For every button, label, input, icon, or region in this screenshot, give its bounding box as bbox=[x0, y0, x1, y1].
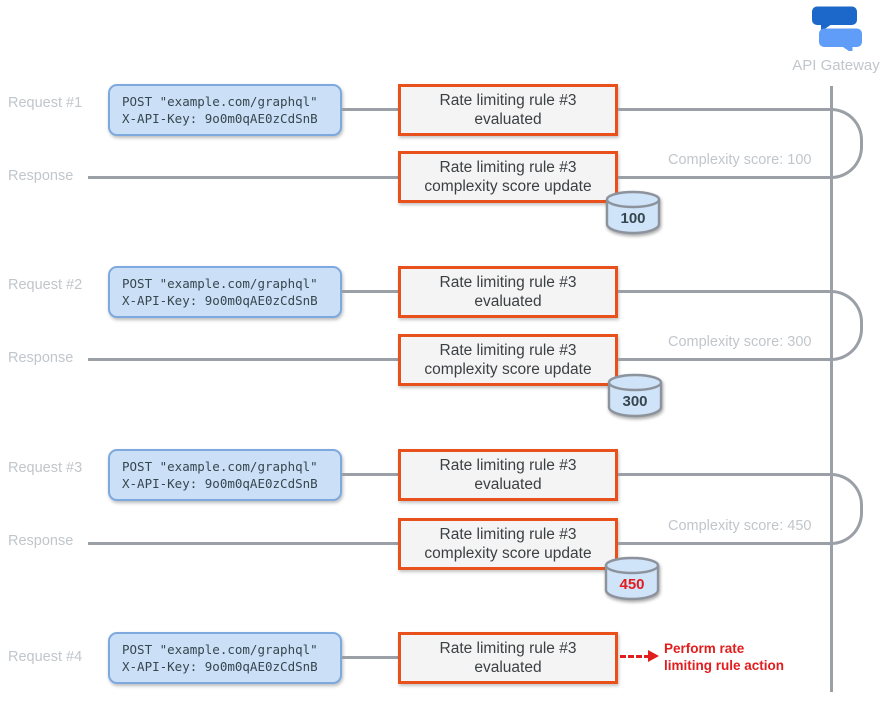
action-text-line: limiting rule action bbox=[664, 658, 785, 673]
code-line: X-API-Key: 9o0m0qAE0zCdSnB bbox=[122, 111, 318, 126]
rule-box-text: evaluated bbox=[474, 659, 542, 676]
rule-evaluated-box: Rate limiting rule #3 evaluated bbox=[398, 266, 618, 318]
rule-box-text: Rate limiting rule #3 bbox=[439, 526, 577, 543]
api-gateway-label: API Gateway bbox=[792, 57, 880, 74]
score-update-box: Rate limiting rule #3 complexity score u… bbox=[398, 518, 618, 570]
code-line: POST "example.com/graphql" bbox=[122, 94, 318, 109]
connector-line bbox=[342, 290, 398, 293]
processing-arc bbox=[831, 108, 863, 179]
rule-evaluated-box: Rate limiting rule #3 evaluated bbox=[398, 449, 618, 501]
rule-box-text: evaluated bbox=[474, 111, 542, 128]
rule-evaluated-box: Rate limiting rule #3 evaluated bbox=[398, 632, 618, 684]
code-line: POST "example.com/graphql" bbox=[122, 642, 318, 657]
connector-line bbox=[342, 656, 398, 659]
request-code-box: POST "example.com/graphql" X-API-Key: 9o… bbox=[108, 84, 342, 136]
rule-box-text: Rate limiting rule #3 bbox=[439, 159, 577, 176]
connector-line bbox=[618, 176, 832, 179]
rule-box-text: evaluated bbox=[474, 293, 542, 310]
action-arrow-head bbox=[648, 650, 659, 662]
connector-line bbox=[88, 176, 398, 179]
response-label: Response bbox=[8, 350, 74, 366]
rule-box-text: complexity score update bbox=[424, 178, 592, 195]
connector-line bbox=[618, 542, 832, 545]
request-label: Request #4 bbox=[8, 649, 83, 665]
connector-line bbox=[618, 358, 832, 361]
response-label: Response bbox=[8, 533, 74, 549]
connector-line bbox=[618, 473, 832, 476]
rule-box-text: Rate limiting rule #3 bbox=[439, 274, 577, 291]
score-note: Complexity score: 100 bbox=[668, 152, 812, 168]
rule-box-text: complexity score update bbox=[424, 545, 592, 562]
rule-box-text: Rate limiting rule #3 bbox=[439, 342, 577, 359]
lifeline bbox=[830, 86, 833, 692]
code-line: X-API-Key: 9o0m0qAE0zCdSnB bbox=[122, 293, 318, 308]
code-line: X-API-Key: 9o0m0qAE0zCdSnB bbox=[122, 476, 318, 491]
request-label: Request #2 bbox=[8, 277, 83, 293]
connector-line bbox=[618, 108, 832, 111]
code-line: POST "example.com/graphql" bbox=[122, 459, 318, 474]
rule-box-text: Rate limiting rule #3 bbox=[439, 640, 577, 657]
request-label: Request #3 bbox=[8, 460, 83, 476]
score-note: Complexity score: 450 bbox=[668, 518, 812, 534]
connector-line bbox=[88, 542, 398, 545]
rule-box-text: Rate limiting rule #3 bbox=[439, 92, 577, 109]
complexity-score-db: 100 bbox=[605, 190, 661, 235]
complexity-score-db: 300 bbox=[607, 373, 663, 418]
rule-evaluated-box: Rate limiting rule #3 evaluated bbox=[398, 84, 618, 136]
score-value-exceeded: 450 bbox=[619, 576, 644, 593]
request-code-box: POST "example.com/graphql" X-API-Key: 9o… bbox=[108, 266, 342, 318]
score-value: 300 bbox=[622, 393, 647, 410]
score-note: Complexity score: 300 bbox=[668, 334, 812, 350]
rule-box-text: Rate limiting rule #3 bbox=[439, 457, 577, 474]
score-update-box: Rate limiting rule #3 complexity score u… bbox=[398, 334, 618, 386]
score-update-box: Rate limiting rule #3 complexity score u… bbox=[398, 151, 618, 203]
connector-line bbox=[342, 108, 398, 111]
connector-line bbox=[618, 290, 832, 293]
action-text-line: Perform rate bbox=[664, 641, 745, 656]
request-code-box: POST "example.com/graphql" X-API-Key: 9o… bbox=[108, 449, 342, 501]
request-code-box: POST "example.com/graphql" X-API-Key: 9o… bbox=[108, 632, 342, 684]
processing-arc bbox=[831, 290, 863, 361]
api-gateway-icon bbox=[812, 6, 862, 51]
response-label: Response bbox=[8, 168, 74, 184]
score-value: 100 bbox=[620, 210, 645, 227]
complexity-score-db: 450 bbox=[604, 556, 660, 601]
action-arrow-line bbox=[620, 655, 650, 658]
rule-box-text: evaluated bbox=[474, 476, 542, 493]
processing-arc bbox=[831, 473, 863, 545]
code-line: POST "example.com/graphql" bbox=[122, 276, 318, 291]
request-label: Request #1 bbox=[8, 95, 83, 111]
rate-limit-action-text: Perform rate limiting rule action bbox=[664, 640, 784, 674]
connector-line bbox=[342, 473, 398, 476]
connector-line bbox=[88, 358, 398, 361]
code-line: X-API-Key: 9o0m0qAE0zCdSnB bbox=[122, 659, 318, 674]
rule-box-text: complexity score update bbox=[424, 361, 592, 378]
